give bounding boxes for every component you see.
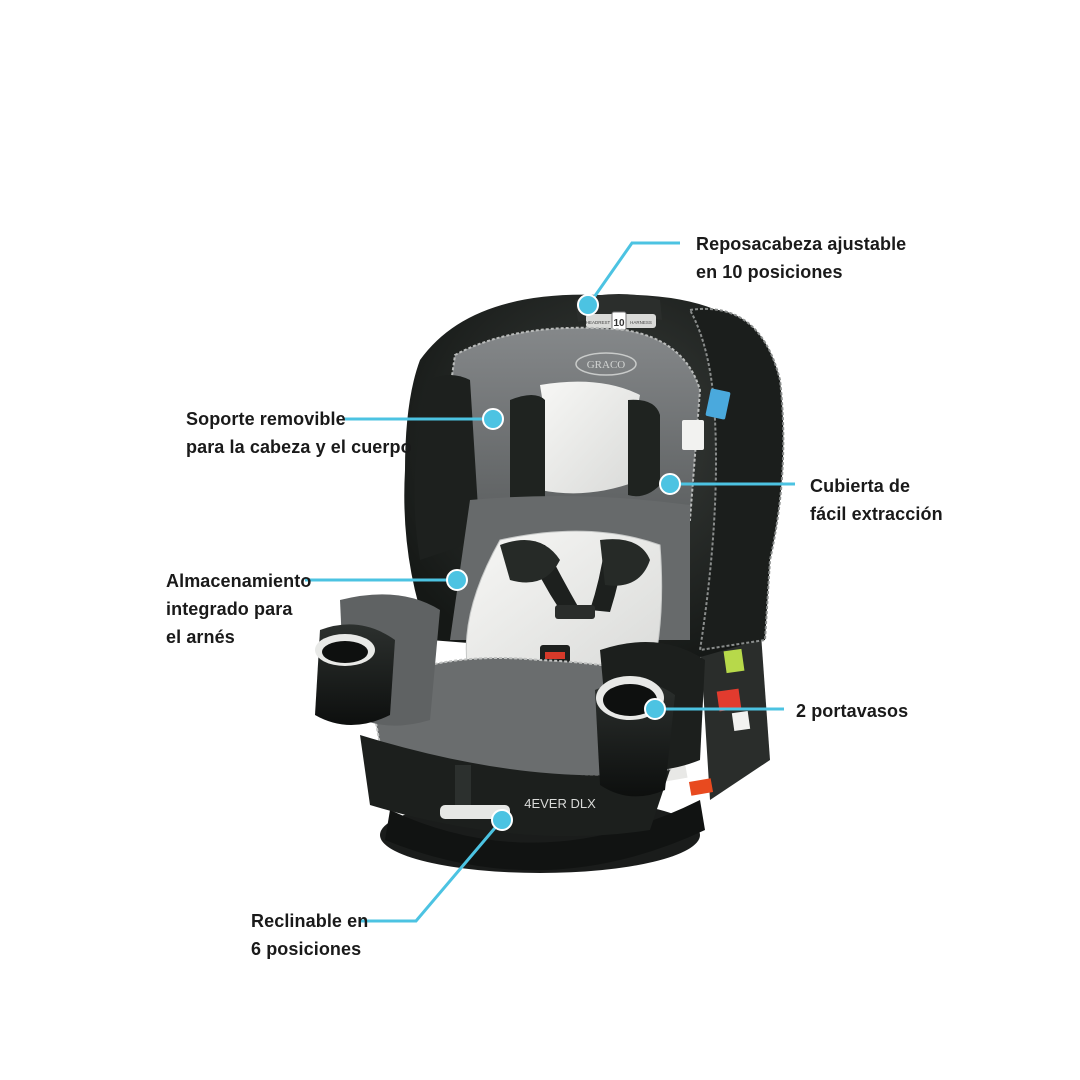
callout-harness-storage-line2: integrado para [166, 599, 293, 619]
safety-tag [682, 420, 704, 450]
callout-headrest: Reposacabeza ajustable en 10 posiciones [696, 230, 906, 286]
cover-dot [659, 473, 681, 495]
model-name: 4EVER DLX [524, 796, 596, 811]
harness-storage-dot [446, 569, 468, 591]
head-body-support-dot [482, 408, 504, 430]
callout-recline-line1: Reclinable en [251, 911, 369, 931]
callout-cover: Cubierta de fácil extracción [810, 472, 943, 528]
cupholders-dot [644, 698, 666, 720]
callout-head-body-support-line1: Soporte removible [186, 409, 346, 429]
shoulder-pad-right [600, 539, 650, 586]
recline-leader-line [360, 821, 502, 923]
right-armrest [595, 642, 705, 797]
callout-cover-line2: fácil extracción [810, 504, 943, 524]
callout-harness-storage-line1: Almacenamiento [166, 571, 312, 591]
headrest-leader-line [588, 241, 680, 304]
callout-headrest-line2: en 10 posiciones [696, 262, 843, 282]
brand-logo-text: GRACO [587, 359, 626, 371]
callout-harness-storage-line3: el arnés [166, 627, 235, 647]
shoulder-pad-left [500, 540, 560, 583]
callout-cover-line1: Cubierta de [810, 476, 911, 496]
headrest-dot [577, 294, 599, 316]
callout-harness-storage: Almacenamiento integrado para el arnés [166, 567, 311, 651]
crotch-strap [455, 765, 471, 810]
callout-headrest-line1: Reposacabeza ajustable [696, 234, 907, 254]
left-bolster [414, 375, 480, 560]
side-label [705, 388, 731, 420]
leader-lines [305, 241, 795, 923]
buckle-release [545, 652, 565, 659]
head-wing-right [628, 399, 660, 497]
callout-recline-line2: 6 posiciones [251, 939, 362, 959]
callout-recline: Reclinable en 6 posiciones [251, 907, 368, 963]
chest-clip [555, 605, 595, 619]
left-cupholder [315, 634, 375, 666]
callout-head-body-support: Soporte removible para la cabeza y el cu… [186, 405, 412, 461]
headrest-badge-number: 10 [613, 318, 625, 329]
callout-dots [446, 294, 681, 831]
recline-dot [491, 809, 513, 831]
callout-cupholders: 2 portavasos [796, 697, 908, 725]
brand-logo: GRACO [575, 352, 637, 376]
callout-cupholders-line1: 2 portavasos [796, 701, 909, 721]
seat-front [360, 735, 670, 837]
head-support-insert [540, 381, 640, 494]
headrest-badge-right: HARNESS [630, 320, 652, 325]
head-wing-left [510, 395, 545, 505]
callout-head-body-support-line2: para la cabeza y el cuerpo [186, 437, 412, 457]
headrest-badge-left: HEADREST [586, 320, 611, 325]
